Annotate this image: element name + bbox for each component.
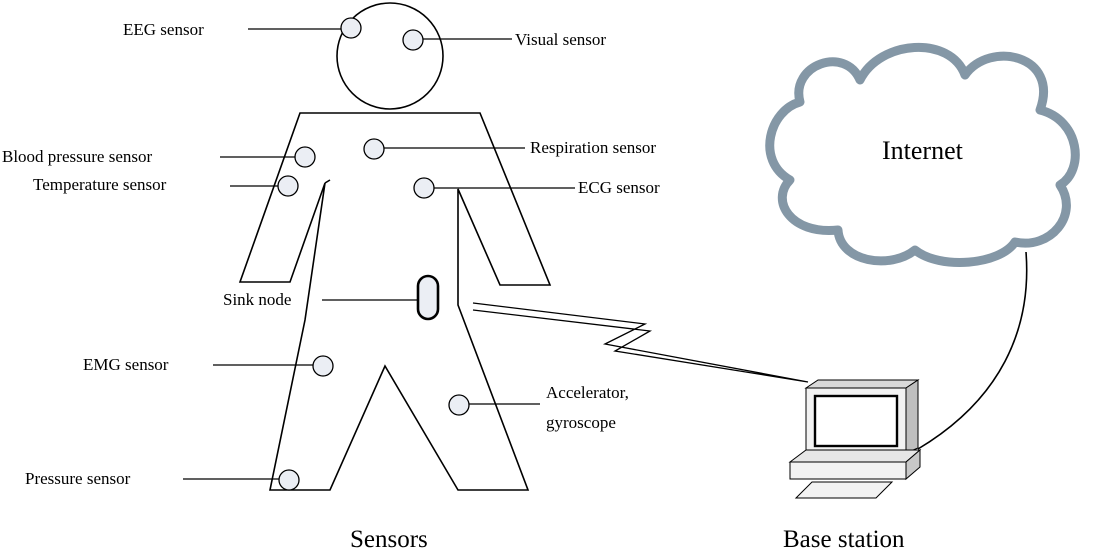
monitor-side [804, 379, 920, 389]
sensors-caption: Sensors [350, 526, 428, 552]
head-outline [336, 2, 444, 110]
label-connectors [183, 28, 575, 480]
gyroscope-label: gyroscope [546, 413, 616, 432]
base-unit [789, 461, 907, 480]
emg-sensor-node [312, 355, 334, 377]
visual-label: Visual sensor [515, 30, 606, 49]
sensor-nodes [277, 17, 470, 491]
keyboard [794, 481, 894, 499]
blood-pressure-label: Blood pressure sensor [2, 147, 152, 166]
monitor-screen [813, 394, 899, 448]
body-outline [238, 112, 552, 491]
computer-icon [788, 379, 922, 499]
internet-cloud: Internet [765, 42, 1080, 267]
ecg-label: ECG sensor [578, 178, 660, 197]
cloud-shape [765, 42, 1080, 267]
blood-pressure-sensor-node [294, 146, 316, 168]
left-arm-line [324, 179, 331, 184]
wireless-link [472, 302, 809, 383]
ecg-sensor-node [413, 177, 435, 199]
accelerator-sensor-node [448, 394, 470, 416]
sink-node [416, 274, 440, 321]
eeg-label: EEG sensor [123, 20, 204, 39]
respiration-sensor-node [363, 138, 385, 160]
network-cable [917, 251, 1028, 450]
base-unit-top [788, 449, 922, 463]
temperature-label: Temperature sensor [33, 175, 167, 194]
emg-label: EMG sensor [83, 355, 169, 374]
sink-node-label: Sink node [223, 290, 291, 309]
accelerator-label: Accelerator, [546, 383, 629, 402]
pressure-sensor-node [278, 469, 300, 491]
pressure-label: Pressure sensor [25, 469, 131, 488]
base-station-caption: Base station [783, 526, 905, 552]
respiration-label: Respiration sensor [530, 138, 656, 157]
monitor-right [905, 379, 919, 454]
temperature-sensor-node [277, 175, 299, 197]
human-body-figure [238, 2, 552, 491]
visual-sensor-node [402, 29, 424, 51]
internet-label: Internet [882, 136, 964, 165]
base-unit-right [905, 448, 921, 481]
sensor-labels: EEG sensor Visual sensor Blood pressure … [2, 20, 660, 488]
eeg-sensor-node [340, 17, 362, 39]
